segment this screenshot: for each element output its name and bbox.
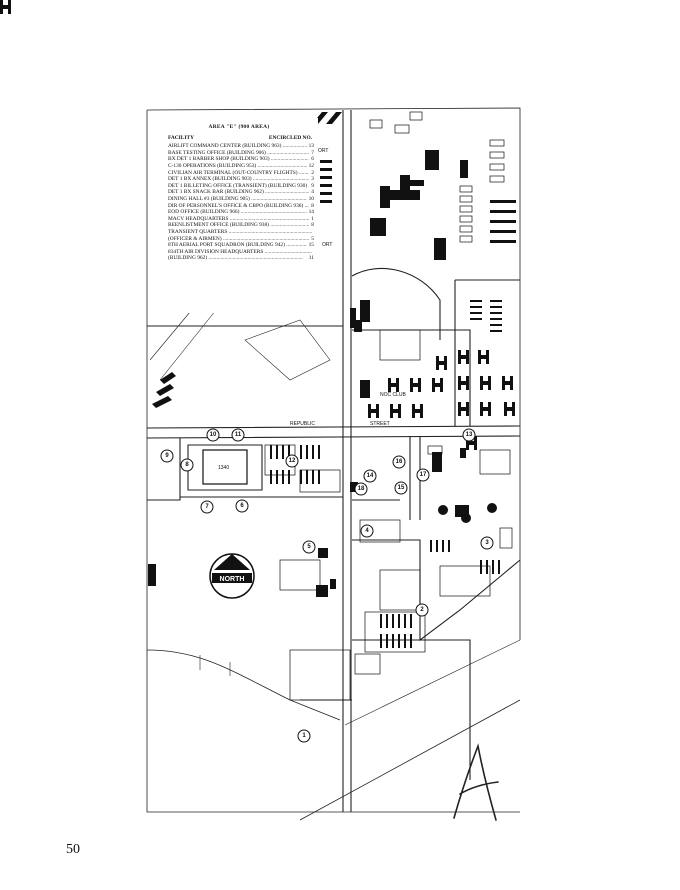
list-item: DIR OF PERSONNEL'S OFFICE & CBPO (BUILDI… bbox=[168, 203, 314, 210]
marker-circle-15: 15 bbox=[394, 481, 408, 495]
svg-text:8: 8 bbox=[185, 462, 189, 468]
marker-circle-2: 2 bbox=[415, 603, 429, 617]
list-item: (OFFICER & AIRMEN)5 bbox=[168, 236, 314, 243]
street-label-republic: REPUBLIC bbox=[290, 421, 315, 427]
svg-text:9: 9 bbox=[165, 453, 169, 459]
marker-circle-6: 6 bbox=[235, 499, 249, 513]
list-item: DET 1 BX SNACK BAR (BUILDING 962)4 bbox=[168, 189, 314, 196]
svg-text:NORTH: NORTH bbox=[220, 576, 245, 583]
marker-circle-18: 18 bbox=[354, 482, 368, 496]
facility-legend: AREA "E" (900 AREA) FACILITY ENCIRCLED N… bbox=[160, 118, 318, 313]
noc-club-label: NOC CLUB bbox=[380, 392, 407, 398]
marker-circle-3: 3 bbox=[480, 536, 494, 550]
svg-text:7: 7 bbox=[205, 504, 209, 510]
marker-circle-4: 4 bbox=[360, 524, 374, 538]
page-number: 50 bbox=[66, 842, 80, 857]
list-item: 8TH AERIAL PORT SQUADRON (BUILDING 942)1… bbox=[168, 242, 314, 249]
marker-circle-14: 14 bbox=[363, 469, 377, 483]
svg-text:18: 18 bbox=[358, 486, 365, 492]
list-item: BX DET 1 BARBER SHOP (BUILDING 903)6 bbox=[168, 156, 314, 163]
handwritten-letter-a-icon bbox=[453, 743, 499, 821]
marker-circle-13: 13 bbox=[462, 428, 476, 442]
list-item: DET 1 BX ANNEX (BUILDING 903)3 bbox=[168, 176, 314, 183]
svg-text:15: 15 bbox=[398, 485, 405, 491]
list-item: TRANSIENT QUARTERS bbox=[168, 229, 314, 236]
list-item: MACV HEADQUARTERS1 bbox=[168, 216, 314, 223]
list-item: DINING HALL #3 (BUILDING 905)10 bbox=[168, 196, 314, 203]
list-item: C-130 OPERATIONS (BUILDING 953)12 bbox=[168, 163, 314, 170]
legend-list: AIRLIFT COMMAND CENTER (BUILDING 963)13 … bbox=[168, 143, 314, 262]
barracks-group bbox=[0, 0, 515, 450]
legend-column-headers: FACILITY ENCIRCLED NO. bbox=[168, 135, 312, 142]
svg-text:16: 16 bbox=[396, 459, 403, 465]
list-item: EOD OFFICE (BUILDING 966)14 bbox=[168, 209, 314, 216]
svg-text:1: 1 bbox=[302, 733, 306, 739]
marker-circle-5: 5 bbox=[302, 540, 316, 554]
svg-text:6: 6 bbox=[240, 503, 244, 509]
marker-circle-7: 7 bbox=[200, 500, 214, 514]
area-label-ort: ORT bbox=[322, 242, 332, 248]
svg-text:11: 11 bbox=[235, 432, 242, 438]
svg-text:10: 10 bbox=[210, 432, 217, 438]
marker-circle-17: 17 bbox=[416, 468, 430, 482]
list-item: REENLISTMENT OFFICE (BUILDING 938)8 bbox=[168, 222, 314, 229]
svg-text:4: 4 bbox=[365, 528, 369, 534]
svg-text:17: 17 bbox=[420, 472, 427, 478]
marker-circle-10: 10 bbox=[206, 428, 220, 442]
svg-text:13: 13 bbox=[466, 432, 473, 438]
marker-circle-16: 16 bbox=[392, 455, 406, 469]
list-item: AIRLIFT COMMAND CENTER (BUILDING 963)13 bbox=[168, 143, 314, 150]
marker-circle-9: 9 bbox=[160, 449, 174, 463]
marker-circle-11: 11 bbox=[231, 428, 245, 442]
north-arrow-icon: NORTH bbox=[209, 553, 255, 599]
list-item: 834TH AIR DIVISION HEADQUARTERS bbox=[168, 249, 314, 256]
list-item: (BUILDING 962)11 bbox=[168, 255, 314, 262]
area-label-ort-top: ORT bbox=[318, 148, 328, 154]
svg-text:3: 3 bbox=[485, 540, 489, 546]
svg-text:14: 14 bbox=[367, 473, 374, 479]
list-item: CIVILIAN AIR TERMINAL (OUT-COUNTRY FLIGH… bbox=[168, 170, 314, 177]
list-item: BASE TESTING OFFICE (BUILDING 906)7 bbox=[168, 150, 314, 157]
list-item: DET 1 BILLETING OFFICE (TRANSIENT) (BUIL… bbox=[168, 183, 314, 190]
legend-title: AREA "E" (900 AREA) bbox=[208, 124, 270, 130]
marker-circle-1: 1 bbox=[297, 729, 311, 743]
svg-text:2: 2 bbox=[420, 607, 424, 613]
legend-col-facility: FACILITY bbox=[168, 134, 194, 141]
svg-text:12: 12 bbox=[289, 458, 296, 464]
marker-circle-12: 12 bbox=[285, 454, 299, 468]
svg-text:5: 5 bbox=[307, 544, 311, 550]
street-label: STREET bbox=[370, 421, 390, 427]
hangar-label: 1340 bbox=[218, 465, 229, 471]
marker-circle-8: 8 bbox=[180, 458, 194, 472]
legend-col-number: ENCIRCLED NO. bbox=[268, 134, 312, 141]
